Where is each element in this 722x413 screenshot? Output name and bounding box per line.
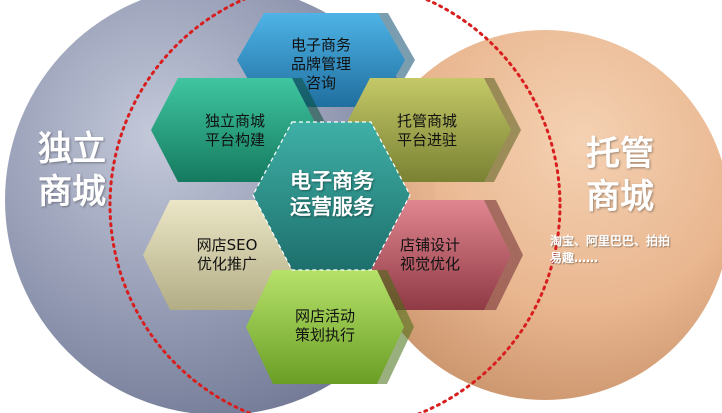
hexagon-group	[143, 13, 523, 384]
left-circle-title: 独立 商城	[38, 129, 106, 212]
hex-upper-right-label: 托管商城 平台进驻	[396, 112, 457, 149]
hex-top-label: 电子商务 品牌管理 咨询	[290, 36, 351, 92]
hex-lower-right-label: 店铺设计 视觉优化	[399, 236, 460, 273]
right-circle-title: 托管 商城	[586, 134, 654, 217]
dotted-ring	[108, 0, 562, 413]
center-label: 电子商务 运营服务	[290, 169, 374, 220]
hex-upper-left-label: 独立商城 平台构建	[204, 112, 265, 149]
right-circle-note: 淘宝、阿里巴巴、拍拍 易趣……	[550, 234, 671, 266]
hex-bottom	[246, 270, 404, 384]
hex-bottom-label: 网店活动 策划执行	[294, 307, 355, 344]
hex-center	[252, 121, 411, 271]
hex-lower-left-label: 网店SEO 优化推广	[196, 236, 258, 273]
